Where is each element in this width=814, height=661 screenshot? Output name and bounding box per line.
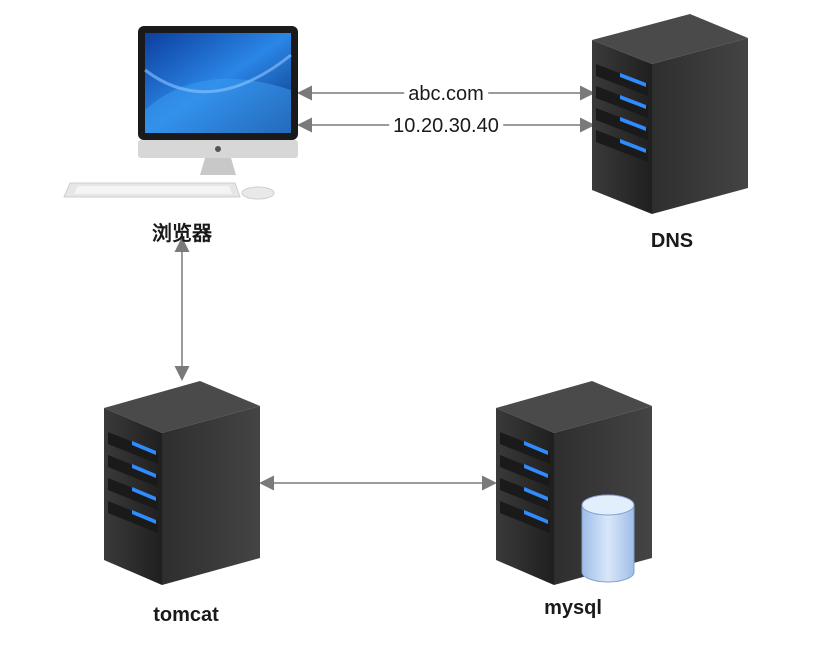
node-label-dns: DNS bbox=[650, 230, 694, 252]
node-label-browser: 浏览器 bbox=[152, 223, 212, 245]
node-label-mysql: mysql bbox=[544, 597, 602, 619]
tomcat-server-icon bbox=[104, 381, 260, 585]
node-label-tomcat: tomcat bbox=[153, 604, 219, 626]
dns-server-icon bbox=[592, 14, 748, 214]
database-icon bbox=[581, 494, 635, 583]
desktop-computer-icon bbox=[63, 26, 298, 200]
edge-request-label: abc.com bbox=[404, 83, 488, 106]
edge-response-label: 10.20.30.40 bbox=[389, 115, 503, 138]
